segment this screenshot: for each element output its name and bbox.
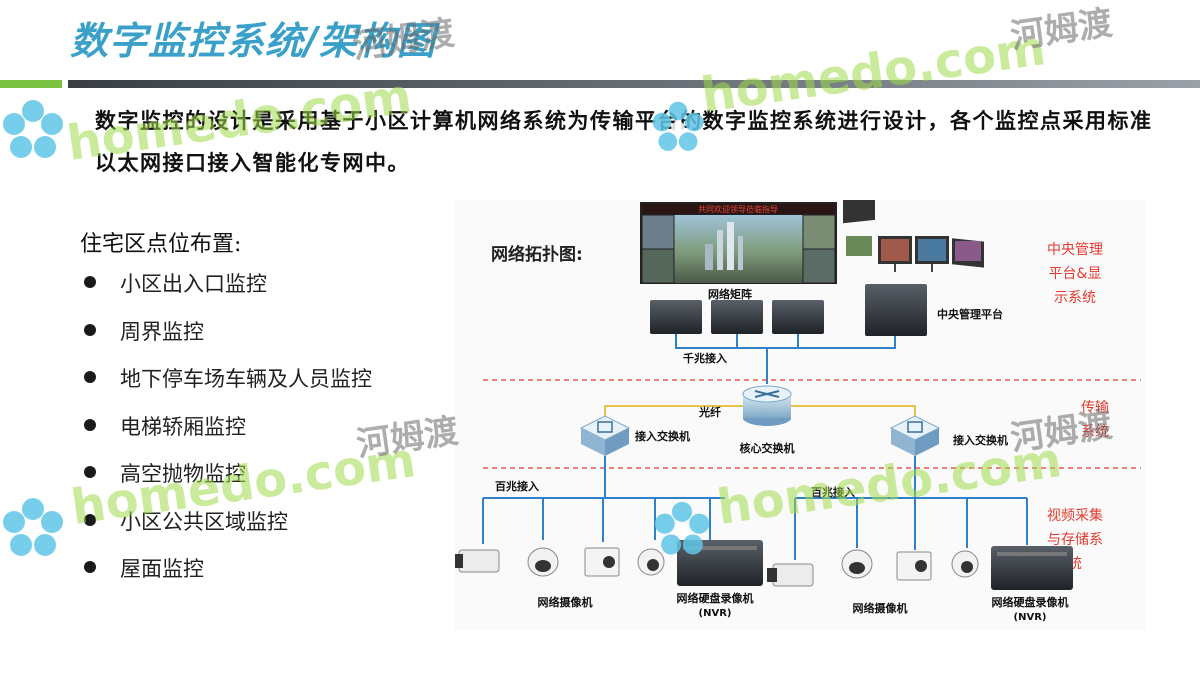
access-switch-right-label: 接入交换机 [953, 433, 1008, 447]
list-item: 地下停车场车辆及人员监控 [80, 363, 372, 411]
topology-svg: 网络拓扑图: 共同欢迎领导莅临指导 [455, 200, 1141, 623]
list-item-text: 小区出入口监控 [120, 272, 267, 296]
diagram-heading: 网络拓扑图: [491, 244, 583, 265]
camera-right-label: 网络摄像机 [853, 601, 908, 615]
bullet-list: 小区出入口监控 周界监控 地下停车场车辆及人员监控 电梯轿厢监控 高空抛物监控 … [80, 268, 372, 601]
list-item: 小区出入口监控 [80, 268, 372, 316]
matrix-servers [650, 284, 927, 336]
central-platform-label: 中央管理平台 [937, 307, 1003, 321]
camera-links [482, 456, 1028, 560]
top-links [675, 334, 896, 384]
watermark-flower-icon [3, 100, 63, 158]
section-label-display: 中央管理平台&显示系统 [1047, 242, 1103, 306]
list-item: 周界监控 [80, 316, 372, 364]
list-item-text: 周界监控 [120, 319, 204, 344]
monitor-array [843, 200, 984, 272]
nvr-right-label: 网络硬盘录像机 [992, 595, 1069, 609]
screen-banner: 共同欢迎领导莅临指导 [698, 204, 778, 214]
fast-ethernet-right-label: 百兆接入 [811, 485, 855, 499]
list-item-text: 电梯轿厢监控 [120, 414, 246, 439]
nvr-right-sublabel: (NVR) [1014, 612, 1047, 623]
nvr-left-label: 网络硬盘录像机 [677, 591, 754, 605]
page-title: 数字监控系统/架构图 [70, 19, 436, 63]
access-switch-right [889, 415, 941, 456]
list-item: 小区公共区域监控 [80, 506, 372, 554]
network-topology-diagram: 网络拓扑图: 共同欢迎领导莅临指导 [455, 200, 1145, 630]
list-item: 屋面监控 [80, 553, 372, 601]
video-wall: 共同欢迎领导莅临指导 [640, 202, 837, 284]
nvr-left-sublabel: (NVR) [699, 608, 732, 619]
watermark-text: 河姆渡 [1008, 3, 1115, 57]
bullet-icon [84, 513, 96, 526]
list-item-text: 高空抛物监控 [120, 462, 246, 486]
watermark-flower-icon [3, 498, 63, 556]
camera-left-label: 网络摄像机 [538, 595, 593, 609]
section-label-capture: 视频采集与存储系统 [1047, 507, 1103, 572]
bullet-icon [84, 276, 96, 288]
list-item-text: 小区公共区域监控 [120, 509, 288, 534]
access-switch-left-label: 接入交换机 [635, 429, 690, 443]
bullet-icon [84, 466, 96, 478]
list-item-text: 地下停车场车辆及人员监控 [120, 367, 372, 391]
list-item: 电梯轿厢监控 [80, 411, 372, 459]
intro-paragraph: 数字监控的设计是采用基于小区计算机网络系统为传输平台的数字监控系统进行设计，各个… [95, 109, 1153, 175]
access-switch-left [579, 415, 631, 456]
gigabit-label: 千兆接入 [683, 351, 727, 365]
camera-group-right [767, 546, 1073, 590]
bullet-icon [84, 418, 96, 431]
list-heading: 住宅区点位布置: [80, 232, 242, 257]
bullet-icon [84, 561, 96, 573]
fast-ethernet-left-label: 百兆接入 [495, 479, 539, 493]
core-switch-label: 核心交换机 [740, 441, 795, 455]
bullet-icon [84, 371, 96, 383]
bullet-icon [84, 323, 96, 336]
header-divider-bar [68, 80, 1200, 88]
header-accent-bar [0, 80, 62, 88]
camera-group-left [455, 540, 763, 586]
matrix-label: 网络矩阵 [708, 287, 752, 301]
list-item-text: 屋面监控 [120, 557, 204, 581]
fiber-links [604, 405, 916, 420]
fiber-label: 光纤 [698, 405, 721, 419]
section-label-transmission: 传输系统 [1081, 400, 1109, 440]
list-item: 高空抛物监控 [80, 458, 372, 506]
core-switch [742, 385, 792, 426]
